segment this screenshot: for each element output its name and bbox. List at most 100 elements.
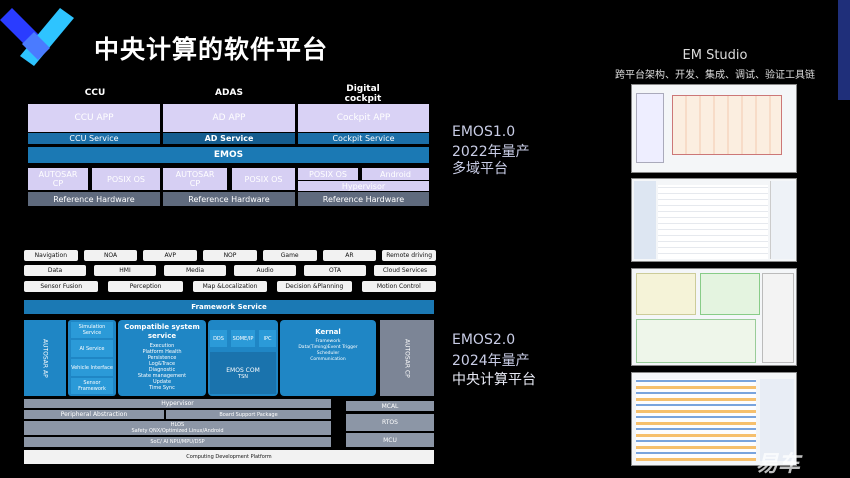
ccu-ref-hw: Reference Hardware	[28, 192, 160, 206]
app-box: Audio	[234, 265, 296, 276]
debug-side	[762, 273, 794, 363]
emos-com-label: EMOS COM	[226, 366, 260, 374]
soc-bar: SoC/ AI NPU/MPU/DSP	[24, 437, 331, 447]
ccu-service: CCU Service	[28, 133, 160, 144]
config-tree	[634, 181, 656, 259]
app-box: OTA	[304, 265, 366, 276]
mcal-box: MCAL	[346, 401, 434, 411]
cockpit-posix-os: POSIX OS	[298, 168, 358, 180]
emos-com-box: EMOS COM TSN	[210, 352, 276, 394]
screenshot-timeline	[631, 372, 797, 466]
screenshot-architecture	[631, 84, 797, 173]
col-header-ccu: CCU	[84, 88, 106, 98]
app-box: NOP	[203, 250, 257, 261]
brand-logo	[0, 8, 74, 66]
app-box: AVP	[143, 250, 198, 261]
emos2-label-line3: 中央计算平台	[452, 372, 536, 388]
rtos-box: RTOS	[346, 414, 434, 431]
vehicle-interface: Vehicle Interface	[71, 359, 113, 376]
tsn-label: TSN	[238, 373, 248, 380]
board-support-package: Board Support Package	[166, 410, 331, 419]
col-header-adas: ADAS	[215, 88, 243, 98]
framework-service-bar: Framework Service	[24, 300, 434, 314]
ad-autosar-cp: AUTOSAR CP	[163, 168, 227, 190]
debug-panel-c	[636, 319, 756, 363]
emos1-label-line1: EMOS1.0	[452, 124, 516, 140]
ipc-box: IPC	[259, 330, 276, 347]
app-box: Sensor Fusion	[24, 281, 99, 292]
cockpit-service: Cockpit Service	[298, 133, 429, 144]
config-grid	[658, 185, 768, 259]
app-box: AR	[322, 250, 377, 261]
config-props	[770, 181, 795, 259]
timeline-bars	[636, 379, 756, 461]
autosar-cp-block: AUTOSAR CP	[380, 320, 434, 396]
list-item: State management	[137, 373, 187, 379]
ad-service: AD Service	[163, 133, 295, 144]
right-edge-accent	[838, 0, 850, 100]
ccu-posix-os: POSIX OS	[92, 168, 160, 190]
list-item: Communication	[310, 357, 346, 362]
list-item: Execution	[149, 343, 175, 349]
autosar-ap-block: AUTOSAR AP	[24, 320, 66, 396]
app-box: Motion Control	[361, 281, 436, 292]
page-title: 中央计算的软件平台	[94, 35, 329, 64]
list-item: Update	[152, 379, 172, 385]
timeline-side	[760, 379, 794, 461]
peripheral-abstraction: Peripheral Abstraction	[24, 410, 164, 419]
ccu-app: CCU APP	[28, 104, 160, 132]
list-item: Persistence	[147, 355, 177, 361]
ad-posix-os: POSIX OS	[232, 168, 295, 190]
mcu-box: MCU	[346, 433, 434, 447]
emos2-label-line2: 2024年量产	[452, 353, 530, 369]
ad-app: AD APP	[163, 104, 295, 132]
compatible-title: Compatible system service	[124, 323, 200, 340]
list-item: Diagnostic	[148, 367, 176, 373]
app-box: Navigation	[24, 250, 78, 261]
emos-bar: EMOS	[28, 147, 429, 163]
cockpit-android: Android	[362, 168, 429, 180]
screenshot-debug	[631, 268, 797, 366]
app-box: Map &Localization	[192, 281, 268, 292]
someip-box: SOME/IP	[231, 330, 255, 347]
app-box: Cloud Services	[374, 265, 436, 276]
app-box: Remote driving	[382, 250, 436, 261]
app-box: HMI	[94, 265, 156, 276]
simulation-service: Simulation Service	[71, 322, 113, 338]
autosar-ap-label: AUTOSAR AP	[41, 338, 49, 378]
cockpit-ref-hw: Reference Hardware	[298, 192, 429, 206]
app-box: Game	[262, 250, 317, 261]
arch-panel	[636, 93, 664, 163]
computing-development-platform: Computing Development Platform	[24, 450, 434, 464]
dds-box: DDS	[210, 330, 227, 347]
ai-service: AI Service	[71, 340, 113, 357]
ccu-autosar-cp: AUTOSAR CP	[28, 168, 88, 190]
emos2-label-line1: EMOS2.0	[452, 332, 516, 348]
list-item: Data(Timing)Event Trigger	[298, 345, 358, 350]
app-box: Perception	[108, 281, 183, 292]
watermark: 易车	[756, 452, 801, 477]
debug-panel-a	[636, 273, 696, 315]
list-item: Log&Trace	[148, 361, 176, 367]
list-item: Scheduler	[316, 351, 340, 356]
hlos-title: HLOS	[170, 422, 185, 428]
arch-graphic	[672, 95, 782, 155]
col-header-cockpit: Digital cockpit	[344, 84, 382, 104]
sensor-framework: Sensor Framework	[71, 378, 113, 394]
list-item: Time Sync	[149, 385, 175, 391]
cockpit-app: Cockpit APP	[298, 104, 429, 132]
hypervisor-bar: Hypervisor	[24, 399, 331, 408]
screenshot-config-table	[631, 178, 797, 262]
list-item: Framework	[315, 339, 341, 344]
cockpit-hypervisor: Hypervisor	[298, 181, 429, 191]
em-studio-title: EM Studio	[682, 48, 748, 63]
emos1-label-line3: 多域平台	[452, 161, 508, 177]
hlos-desc: Safety QNX/Optimized Linux/Android	[131, 428, 224, 434]
app-box: Decision &Planning	[277, 281, 352, 292]
debug-panel-b	[700, 273, 760, 315]
autosar-cp-label: AUTOSAR CP	[403, 338, 411, 378]
